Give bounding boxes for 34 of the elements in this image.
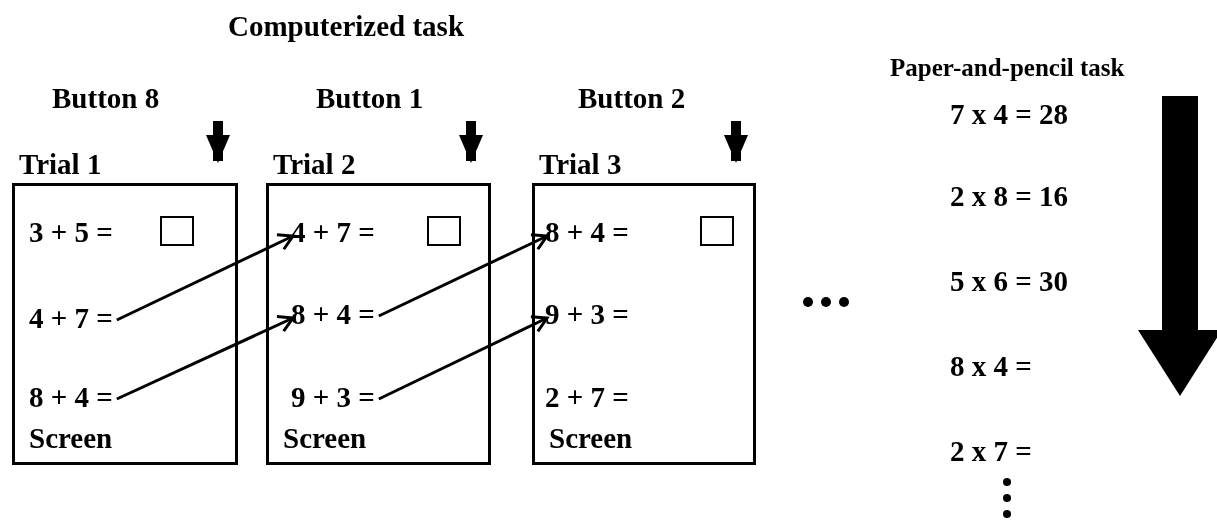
arrow <box>116 233 295 322</box>
arrow <box>116 315 295 401</box>
screen-label: Screen <box>549 422 633 454</box>
answer-box <box>427 216 461 246</box>
equation-text: 2 x 8 = 16 <box>950 180 1069 212</box>
equation-text: 2 x 7 = <box>950 435 1032 467</box>
arrow <box>378 233 549 318</box>
trial-heading: Trial 1 <box>19 148 102 180</box>
button-label: Button 2 <box>578 82 686 114</box>
equation-text: 8 + 4 = <box>291 298 375 330</box>
answer-box <box>700 216 734 246</box>
arrow <box>206 121 230 163</box>
button-label: Button 1 <box>316 82 424 114</box>
equation-text: 9 + 3 = <box>545 298 629 330</box>
arrow <box>378 315 549 401</box>
equation-text: 4 + 7 = <box>29 302 113 334</box>
screen-label: Screen <box>29 422 113 454</box>
arrow <box>724 121 748 163</box>
equation-text: 7 x 4 = 28 <box>950 98 1069 130</box>
equation-text: 8 x 4 = <box>950 350 1032 382</box>
equation-text: 5 x 6 = 30 <box>950 265 1069 297</box>
trial-heading: Trial 2 <box>273 148 356 180</box>
button-label: Button 8 <box>52 82 160 114</box>
arrow <box>459 121 483 163</box>
equation-text: 8 + 4 = <box>545 216 629 248</box>
task-heading: Paper-and-pencil task <box>890 53 1125 83</box>
trial-heading: Trial 3 <box>539 148 622 180</box>
title: Computerized task <box>228 10 464 42</box>
answer-box <box>160 216 194 246</box>
equation-text: 8 + 4 = <box>29 381 113 413</box>
screen-label: Screen <box>283 422 367 454</box>
equation-text: 3 + 5 = <box>29 216 113 248</box>
equation-text: 9 + 3 = <box>291 381 375 413</box>
equation-text: 2 + 7 = <box>545 381 629 413</box>
